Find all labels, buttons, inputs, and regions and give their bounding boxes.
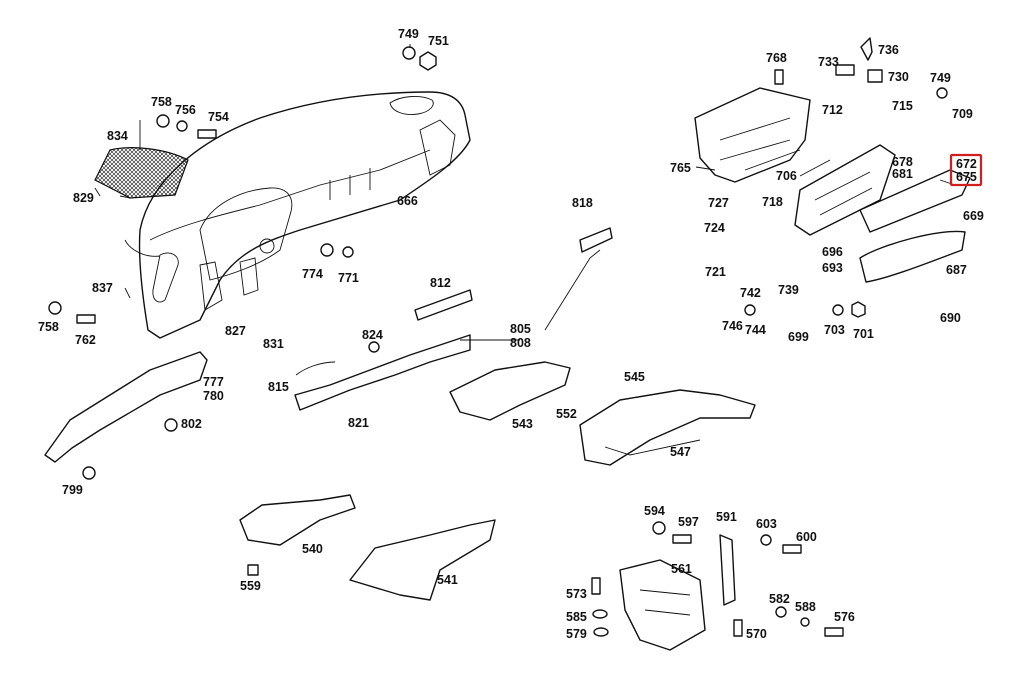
label-603: 603 (756, 517, 777, 531)
label-756: 756 (175, 103, 196, 117)
label-765: 765 (670, 161, 691, 175)
label-777: 777 (203, 375, 224, 389)
speaker-grille-part (94, 147, 189, 199)
label-591: 591 (716, 510, 737, 524)
label-672: 672 (956, 157, 977, 171)
label-594: 594 (644, 504, 665, 518)
label-585: 585 (566, 610, 587, 624)
label-543: 543 (512, 417, 533, 431)
label-831: 831 (263, 337, 284, 351)
label-834: 834 (107, 129, 128, 143)
label-827: 827 (225, 324, 246, 338)
label-561: 561 (671, 562, 692, 576)
label-540: 540 (302, 542, 323, 556)
label-812: 812 (430, 276, 451, 290)
highlight-box (949, 153, 983, 187)
label-802: 802 (181, 417, 202, 431)
label-706: 706 (776, 169, 797, 183)
label-588: 588 (795, 600, 816, 614)
label-727: 727 (708, 196, 729, 210)
label-696: 696 (822, 245, 843, 259)
label-799: 799 (62, 483, 83, 497)
label-774: 774 (302, 267, 323, 281)
label-582: 582 (769, 592, 790, 606)
label-570: 570 (746, 627, 767, 641)
label-724: 724 (704, 221, 725, 235)
label-758-top: 758 (151, 95, 172, 109)
label-666: 666 (397, 194, 418, 208)
label-818: 818 (572, 196, 593, 210)
label-805: 805 (510, 322, 531, 336)
dashboard-part (124, 91, 471, 339)
label-573: 573 (566, 587, 587, 601)
label-687: 687 (946, 263, 967, 277)
trim-strip-parts (294, 227, 613, 411)
label-701: 701 (853, 327, 874, 341)
label-718: 718 (762, 195, 783, 209)
label-721: 721 (705, 265, 726, 279)
label-559: 559 (240, 579, 261, 593)
label-600: 600 (796, 530, 817, 544)
label-733: 733 (818, 55, 839, 69)
label-749-top: 749 (398, 27, 419, 41)
label-730: 730 (888, 70, 909, 84)
label-545: 545 (624, 370, 645, 384)
label-712: 712 (822, 103, 843, 117)
label-541: 541 (437, 573, 458, 587)
fastener-parts (48, 37, 948, 637)
label-742: 742 (740, 286, 761, 300)
label-815: 815 (268, 380, 289, 394)
label-780: 780 (203, 389, 224, 403)
label-703: 703 (824, 323, 845, 337)
label-762: 762 (75, 333, 96, 347)
label-837: 837 (92, 281, 113, 295)
label-821: 821 (348, 416, 369, 430)
label-678: 678 (892, 155, 913, 169)
part-labels: 749 751 768 733 736 730 749 758 756 754 … (38, 27, 984, 641)
label-754: 754 (208, 110, 229, 124)
label-675: 675 (956, 170, 977, 184)
label-771: 771 (338, 271, 359, 285)
label-709: 709 (952, 107, 973, 121)
label-597: 597 (678, 515, 699, 529)
label-808: 808 (510, 336, 531, 350)
label-736: 736 (878, 43, 899, 57)
label-829: 829 (73, 191, 94, 205)
label-768: 768 (766, 51, 787, 65)
label-576: 576 (834, 610, 855, 624)
leader-lines (94, 44, 956, 456)
label-552: 552 (556, 407, 577, 421)
bracket-part (619, 534, 736, 651)
label-751: 751 (428, 34, 449, 48)
label-746: 746 (722, 319, 743, 333)
label-744: 744 (745, 323, 766, 337)
label-690: 690 (940, 311, 961, 325)
label-824: 824 (362, 328, 383, 342)
label-715: 715 (892, 99, 913, 113)
label-693: 693 (822, 261, 843, 275)
label-749-right: 749 (930, 71, 951, 85)
label-739: 739 (778, 283, 799, 297)
label-669: 669 (963, 209, 984, 223)
knee-panel-part (44, 351, 208, 463)
label-547: 547 (670, 445, 691, 459)
label-758-left: 758 (38, 320, 59, 334)
duct-parts (239, 361, 756, 601)
label-699: 699 (788, 330, 809, 344)
label-579: 579 (566, 627, 587, 641)
glovebox-door-part (794, 144, 971, 283)
label-681: 681 (892, 167, 913, 181)
glovebox-housing-part (694, 87, 811, 183)
